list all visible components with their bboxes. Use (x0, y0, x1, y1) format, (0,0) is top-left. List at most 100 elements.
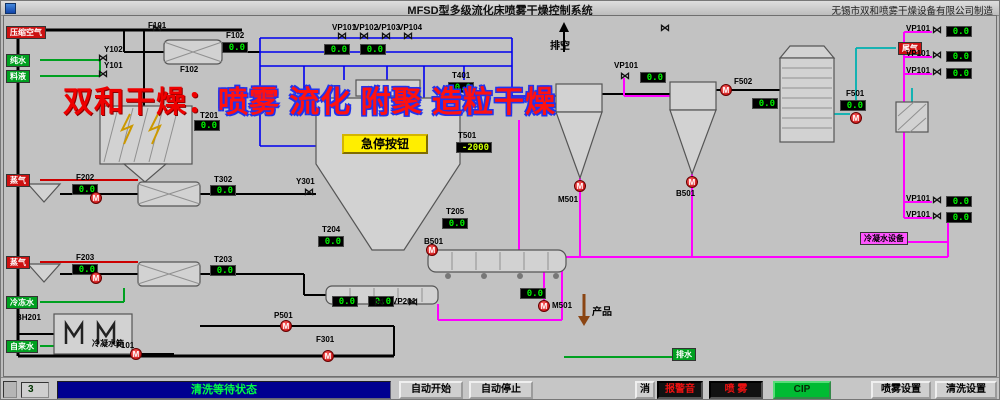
valve-icon[interactable]: ⋈ (337, 31, 347, 42)
emergency-stop-button[interactable]: 急停按钮 (342, 134, 428, 154)
instrument-tag: T203 (214, 255, 233, 264)
valve-icon[interactable]: ⋈ (932, 50, 942, 61)
value-readout: 0.0 (324, 44, 350, 55)
valve-icon[interactable]: ⋈ (98, 53, 108, 64)
instrument-tag: T204 (322, 225, 341, 234)
cip-button[interactable]: CIP (773, 381, 831, 399)
stream-label: 冷冻水 (6, 296, 38, 309)
corner-box[interactable] (3, 381, 17, 398)
instrument-tag: VP101 (906, 24, 931, 33)
instrument-tag: VP104 (398, 23, 423, 32)
instrument-tag: B501 (424, 237, 444, 246)
instrument-tag: F202 (76, 173, 95, 182)
stream-label: 压缩空气 (6, 26, 46, 39)
pump-icon[interactable]: M (720, 84, 732, 96)
stream-label: 蒸气 (6, 256, 30, 269)
pump-icon[interactable]: M (686, 176, 698, 188)
instrument-tag: F101 (116, 341, 135, 350)
valve-icon[interactable]: ⋈ (98, 69, 108, 80)
bottom-bar: 3 清洗等待状态 自动开始 自动停止 消 报警音 喷 雾 CIP 喷雾设置 清洗… (1, 377, 999, 399)
value-readout: 0.0 (72, 184, 98, 195)
instrument-tag: T201 (200, 111, 219, 120)
instrument-tag: F203 (76, 253, 95, 262)
value-readout: 0.0 (332, 296, 358, 307)
title-bar: MFSD型多级流化床喷雾干燥控制系统 无锡市双和喷雾干燥设备有限公司制造 (1, 1, 999, 17)
valve-icon[interactable]: ⋈ (932, 211, 942, 222)
pump-icon[interactable]: M (426, 244, 438, 256)
instrument-tag: T302 (214, 175, 233, 184)
instrument-tag: 排空 (550, 41, 570, 52)
valve-icon[interactable]: ⋈ (932, 67, 942, 78)
instrument-tag: VP201 (392, 297, 417, 306)
valve-icon[interactable]: ⋈ (403, 31, 413, 42)
auto-stop-button[interactable]: 自动停止 (469, 381, 533, 399)
instrument-tag: F502 (734, 77, 753, 86)
instrument-tag: F102 (226, 31, 245, 40)
value-readout: 0.0 (448, 82, 474, 93)
valve-icon[interactable]: ⋈ (359, 31, 369, 42)
value-readout: 0.0 (318, 236, 344, 247)
value-readout: 0.0 (946, 212, 972, 223)
pump-icon[interactable]: M (322, 350, 334, 362)
auto-start-button[interactable]: 自动开始 (399, 381, 463, 399)
alarm-sound-indicator[interactable]: 报警音 (657, 381, 703, 399)
instrument-tag: VP103 (376, 23, 401, 32)
instrument-tag: F301 (316, 335, 335, 344)
instrument-tag: T401 (452, 71, 471, 80)
instrument-tag: VP102 (354, 23, 379, 32)
stream-label: 自来水 (6, 340, 38, 353)
value-readout: 0.0 (520, 288, 546, 299)
spray-button[interactable]: 喷 雾 (709, 381, 763, 399)
pump-icon[interactable]: M (90, 272, 102, 284)
pump-icon[interactable]: M (538, 300, 550, 312)
value-readout: 0.0 (442, 218, 468, 229)
valve-icon[interactable]: ⋈ (152, 23, 162, 34)
stream-label: 蒸气 (6, 174, 30, 187)
window-icon (5, 3, 16, 14)
valve-icon[interactable]: ⋈ (932, 195, 942, 206)
value-readout: 0.0 (946, 196, 972, 207)
value-readout: 0.0 (840, 100, 866, 111)
stream-label: 料液 (6, 70, 30, 83)
pump-icon[interactable]: M (280, 320, 292, 332)
instrument-tag: Y101 (104, 61, 123, 70)
instrument-tag: VP101 (906, 66, 931, 75)
valve-icon[interactable]: ⋈ (408, 297, 418, 308)
instrument-tag: P501 (274, 311, 293, 320)
spray-settings-button[interactable]: 喷雾设置 (871, 381, 931, 399)
valve-icon[interactable]: ⋈ (660, 23, 670, 34)
value-readout: 0.0 (640, 72, 666, 83)
instrument-tag: 冷凝水箱 (92, 339, 124, 348)
valve-icon[interactable]: ⋈ (381, 31, 391, 42)
pump-icon[interactable]: M (130, 348, 142, 360)
valve-icon[interactable]: ⋈ (374, 297, 384, 308)
instrument-tag: M501 (552, 301, 573, 310)
instrument-tag: F501 (846, 89, 865, 98)
valve-icon[interactable]: ⋈ (932, 25, 942, 36)
instrument-tag: 产品 (592, 307, 612, 318)
valve-icon[interactable]: ⋈ (620, 71, 630, 82)
mute-button[interactable]: 消 (635, 381, 655, 399)
pump-icon[interactable]: M (90, 192, 102, 204)
value-readout: 0.0 (946, 26, 972, 37)
instrument-tag: VP101 (332, 23, 357, 32)
pump-icon[interactable]: M (574, 180, 586, 192)
page-number-box[interactable]: 3 (21, 382, 49, 398)
page-title: MFSD型多级流化床喷雾干燥控制系统 (407, 5, 593, 17)
instrument-tag: Y102 (104, 45, 123, 54)
pump-icon[interactable]: M (850, 112, 862, 124)
instrument-tag: M501 (558, 195, 579, 204)
status-display: 清洗等待状态 (57, 381, 391, 399)
instrument-tag: F101 (148, 21, 167, 30)
instrument-tag: VP101 (906, 194, 931, 203)
value-readout: 0.0 (752, 98, 778, 109)
value-readout: 0.0 (946, 68, 972, 79)
value-readout: 0.0 (360, 44, 386, 55)
value-readout: 0.0 (72, 264, 98, 275)
instrument-tag: BH201 (16, 313, 41, 322)
valve-icon[interactable]: ⋈ (304, 187, 314, 198)
value-readout: 0.0 (194, 120, 220, 131)
wash-settings-button[interactable]: 清洗设置 (935, 381, 997, 399)
